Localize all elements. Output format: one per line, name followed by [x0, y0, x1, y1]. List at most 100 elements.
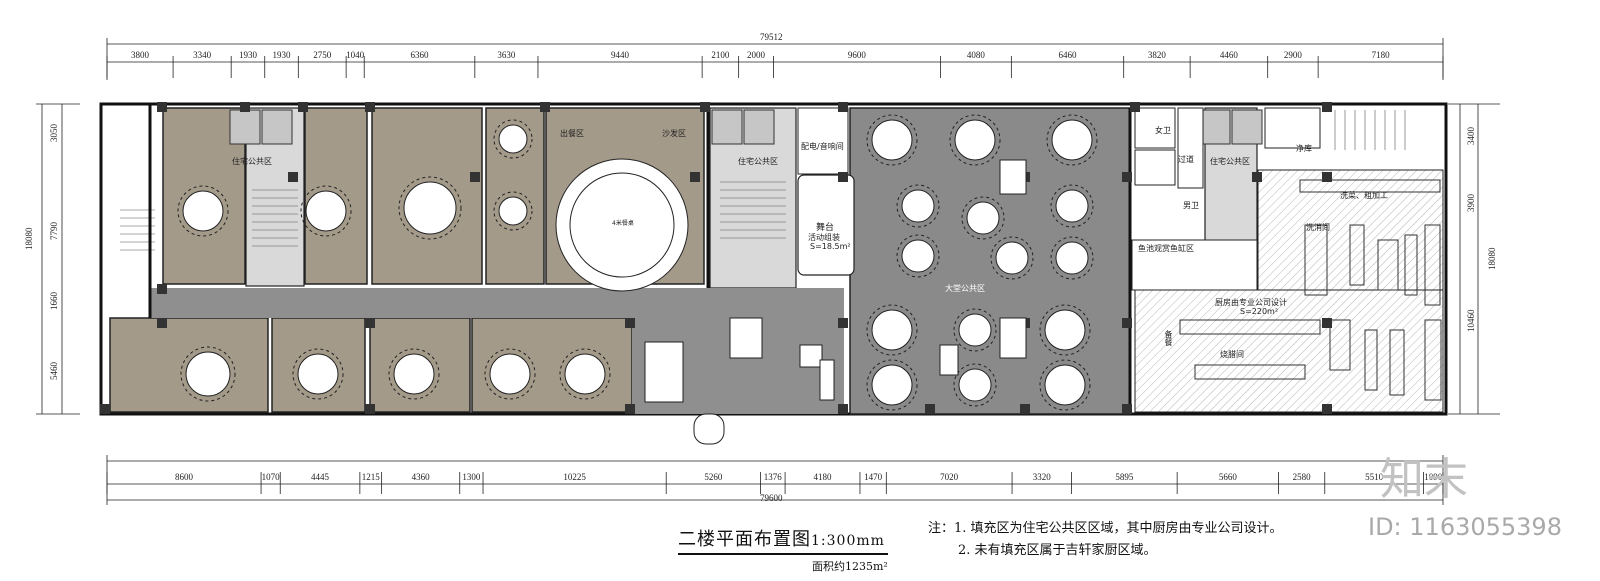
table-chairs-ring	[1039, 359, 1091, 411]
table-chairs-ring	[866, 114, 918, 166]
round-table	[1044, 364, 1086, 406]
top-dim-16: 4460	[1219, 50, 1238, 60]
table-chairs-ring	[866, 304, 918, 356]
round-table	[489, 353, 531, 395]
big-table-lazy-susan	[569, 172, 675, 278]
table-chairs-ring	[559, 348, 611, 400]
bottom-dim-1: 8600	[175, 472, 194, 482]
top-dim-3: 1930	[238, 50, 257, 60]
table-chairs-ring	[866, 359, 918, 411]
label-sofa-zone: 沙发区	[662, 129, 686, 138]
table-chairs-ring	[493, 119, 533, 159]
drawing-title: 二楼平面布置图	[678, 529, 811, 550]
left-dim-3: 1660	[49, 292, 59, 310]
label-dining-zone: 出餐区	[560, 129, 584, 138]
label-grill: 烧腊间	[1220, 350, 1244, 359]
bottom-dim-12: 7020	[940, 472, 959, 482]
left-total-dimension: 18080	[24, 227, 34, 251]
top-dim-5: 2750	[313, 50, 332, 60]
bottom-dim-15: 5660	[1218, 472, 1237, 482]
label-seafood: 鱼池观赏鱼缸区	[1138, 244, 1194, 253]
round-table	[498, 196, 528, 226]
table-chairs-ring	[292, 348, 344, 400]
bottom-dim-3: 4445	[311, 472, 330, 482]
round-table	[498, 124, 528, 154]
label-male-wc: 男卫	[1183, 201, 1199, 210]
top-dim-18: 7180	[1371, 50, 1390, 60]
top-dim-1: 3800	[131, 50, 150, 60]
round-table	[958, 368, 992, 402]
top-dim-9: 9440	[611, 50, 630, 60]
label-stage-sub: 活动组装	[808, 233, 840, 242]
bottom-total-dimension: 79600	[760, 493, 783, 503]
bottom-dim-2: 1070	[261, 472, 280, 482]
bottom-dim-9: 1376	[763, 472, 782, 482]
round-table	[901, 239, 935, 273]
table-chairs-ring	[953, 308, 997, 352]
table-chairs-ring	[896, 234, 940, 278]
label-clean: 净库	[1296, 144, 1312, 153]
bottom-dim-16: 2580	[1292, 472, 1311, 482]
bottom-dim-11: 1470	[864, 472, 883, 482]
table-chairs-ring	[961, 196, 1005, 240]
round-table	[958, 313, 992, 347]
bottom-dim-8: 5260	[704, 472, 723, 482]
right-dim-3: 10460	[1466, 309, 1476, 333]
drawing-title-block: 二楼平面布置图1:300mm	[678, 525, 888, 555]
label-big-table: 4米餐桌	[612, 220, 634, 227]
top-dim-4: 1930	[272, 50, 291, 60]
top-dim-14: 6460	[1058, 50, 1077, 60]
top-dim-8: 3630	[497, 50, 516, 60]
table-chairs-ring	[949, 114, 1001, 166]
left-dim-1: 3050	[49, 124, 59, 142]
label-wash: 洗菜、粗加工	[1340, 191, 1388, 200]
round-table	[564, 353, 606, 395]
bottom-dim-7: 10225	[563, 472, 586, 482]
label-stage: 舞台	[816, 223, 835, 233]
table-chairs-ring	[1039, 304, 1091, 356]
round-table	[185, 351, 231, 397]
top-dim-6: 1040	[346, 50, 365, 60]
round-table	[995, 241, 1029, 275]
label-dish: 洗消间	[1306, 223, 1330, 232]
top-dim-11: 2000	[747, 50, 766, 60]
bottom-dim-17: 5510	[1365, 472, 1384, 482]
top-dim-10: 2100	[711, 50, 730, 60]
table-chairs-ring	[1050, 236, 1094, 280]
label-storage: 备餐	[1164, 330, 1173, 346]
right-dim-1: 3400	[1466, 127, 1476, 145]
round-table	[393, 353, 435, 395]
label-hall: 大堂公共区	[945, 284, 985, 293]
label-corridor: 过道	[1178, 155, 1194, 164]
bottom-dim-4: 1215	[361, 472, 380, 482]
label-stage-area: S=18.5m²	[810, 242, 851, 251]
label-public-mid: 住宅公共区	[738, 157, 778, 166]
round-table	[1051, 119, 1093, 161]
table-chairs-ring	[177, 185, 229, 237]
left-dim-2: 7790	[49, 222, 59, 240]
top-dim-17: 2900	[1283, 50, 1302, 60]
table-chairs-ring	[1046, 114, 1098, 166]
round-table	[403, 181, 457, 235]
bottom-dim-14: 5895	[1115, 472, 1134, 482]
left-dim-4: 5460	[49, 362, 59, 380]
round-table	[871, 119, 913, 161]
round-table	[966, 201, 1000, 235]
label-public-right: 住宅公共区	[1210, 157, 1250, 166]
label-female-wc: 女卫	[1155, 126, 1171, 135]
table-chairs-ring	[388, 348, 440, 400]
right-dim-2: 3900	[1466, 194, 1476, 212]
watermark-id: ID: 1163055398	[1368, 513, 1562, 541]
round-table	[901, 189, 935, 223]
round-table	[871, 364, 913, 406]
table-chairs-ring	[484, 348, 536, 400]
top-dim-2: 3340	[193, 50, 212, 60]
top-dim-13: 4080	[966, 50, 985, 60]
watermark-logo: 知末	[1380, 454, 1468, 505]
table-chairs-ring	[398, 176, 462, 240]
label-kitchen-area: S=220m²	[1240, 307, 1279, 316]
round-table	[1044, 309, 1086, 351]
right-total-dimension: 18080	[1487, 247, 1497, 271]
round-table	[305, 190, 347, 232]
